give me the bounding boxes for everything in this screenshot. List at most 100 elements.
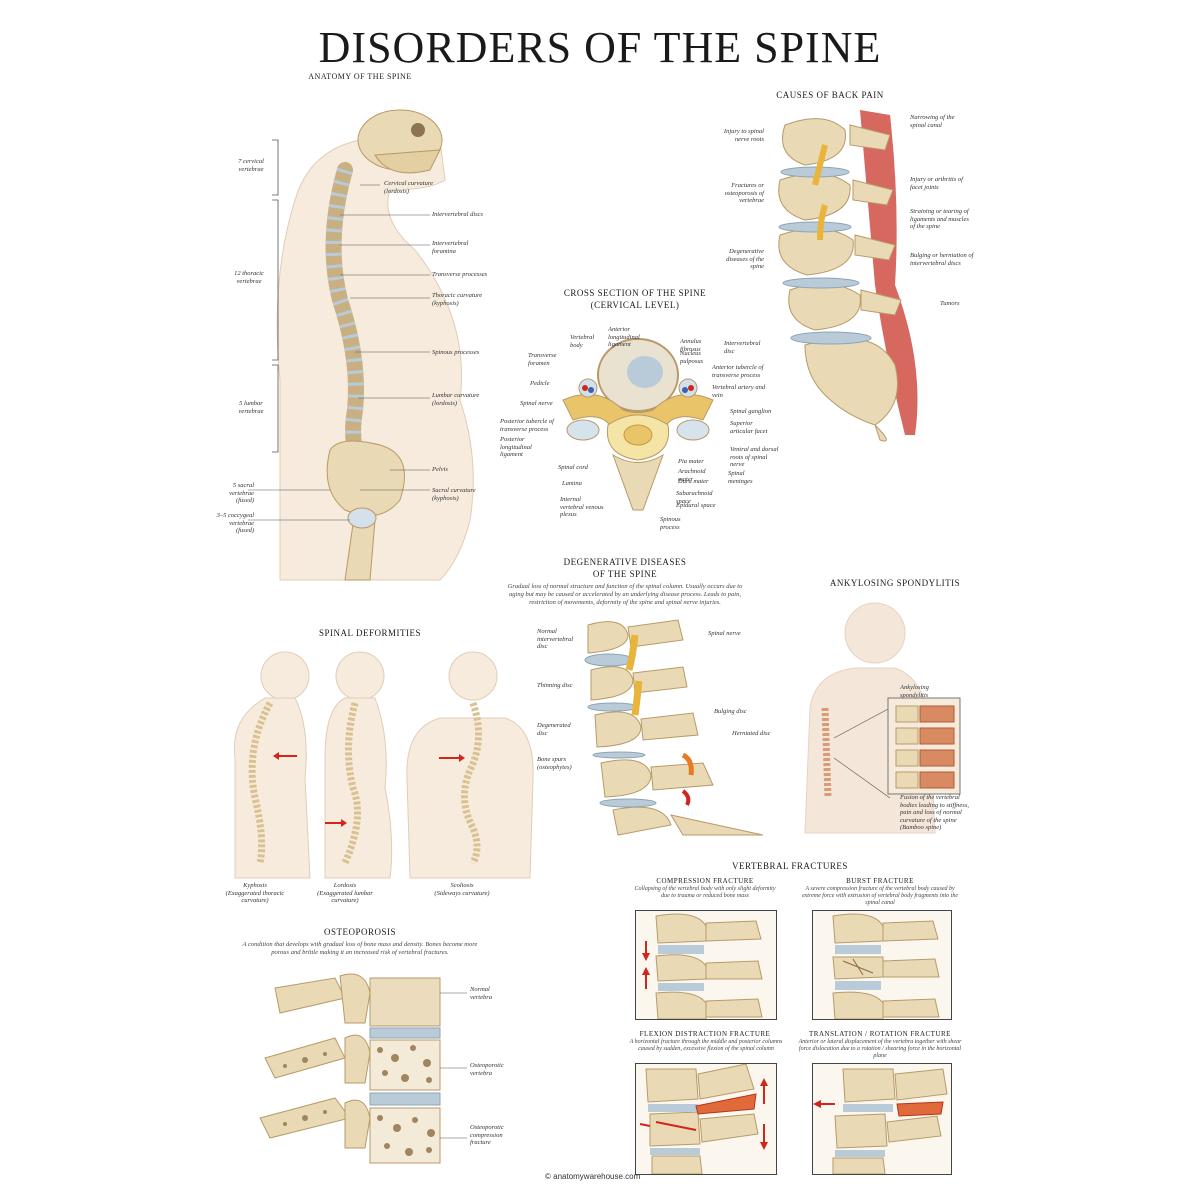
fracture-title-flexion: FLEXION DISTRACTION FRACTURE bbox=[639, 1030, 771, 1038]
anatomy-label-lumbar: 5 lumbar vertebrae bbox=[238, 400, 264, 415]
osteoporosis-label-osteoporotic: Osteoporotic vertebra bbox=[470, 1062, 504, 1077]
deformity-scoliosis: Scoliosis (Sideways curvature) bbox=[432, 882, 492, 897]
fracture-panel-compression bbox=[635, 910, 777, 1020]
deformity-kyphosis: Kyphosis (Exaggerated thoracic curvature… bbox=[225, 882, 285, 905]
fractures-heading: VERTEBRAL FRACTURES bbox=[732, 861, 848, 871]
deformities-illustration bbox=[233, 651, 534, 879]
deformity-kyphosis-desc: (Exaggerated thoracic curvature) bbox=[225, 889, 285, 905]
anatomy-label-cervical-curve: Cervical curvature (lordosis) bbox=[384, 180, 434, 195]
anatomy-label-sacral: 5 sacral vertebrae (fused) bbox=[229, 482, 254, 504]
cross-label-epidural: Epidural space bbox=[676, 502, 716, 509]
anatomy-label-discs: Intervertebral discs bbox=[432, 211, 484, 218]
cross-label-arachnoid: Arachnoid mater bbox=[678, 468, 706, 483]
back-pain-label-discs: Bulging or herniation of intervertebral … bbox=[910, 252, 974, 267]
fracture-panel-translation bbox=[812, 1063, 952, 1175]
anatomy-label-foramina: Intervertebral foramina bbox=[432, 240, 469, 255]
deformity-lordosis-name: Lordosis bbox=[333, 882, 357, 889]
fracture-desc-flexion: A horizontal fracture through the middle… bbox=[629, 1039, 783, 1052]
anatomy-label-thoracic-curve: Thoracic curvature (kyphosis) bbox=[432, 292, 483, 307]
cross-label-superior-facet: Superior articular facet bbox=[730, 420, 768, 435]
cross-section-subheading: (CERVICAL LEVEL) bbox=[590, 300, 680, 310]
back-pain-illustration bbox=[778, 110, 918, 442]
anatomy-label-transverse: Transverse processes bbox=[432, 271, 488, 278]
page-title: DISORDERS OF THE SPINE bbox=[318, 23, 882, 72]
anatomy-label-pelvis: Pelvis bbox=[432, 466, 448, 473]
back-pain-label-degenerative: Degenerative diseases of the spine bbox=[726, 248, 764, 270]
cross-label-anterior-tubercle: Anterior tubercle of transverse process bbox=[712, 364, 764, 379]
deformity-lordosis: Lordosis (Exaggerated lumbar curvature) bbox=[315, 882, 375, 905]
degenerative-label-thinning: Thinning disc bbox=[537, 682, 573, 689]
cross-section-heading: CROSS SECTION OF THE SPINE bbox=[563, 288, 707, 298]
cross-label-pedicle: Pedicle bbox=[530, 380, 550, 387]
cross-label-dura: Dura mater bbox=[678, 478, 709, 485]
back-pain-label-facet: Injury or arthritis of facet joints bbox=[910, 176, 963, 191]
degenerative-description: Gradual loss of normal structure and fun… bbox=[507, 583, 743, 606]
cross-label-body: Vertebral body bbox=[570, 334, 595, 349]
fracture-title-burst: BURST FRACTURE bbox=[846, 877, 914, 885]
degenerative-illustration bbox=[584, 619, 764, 836]
back-pain-label-nerve-roots: Injury to spinal nerve roots bbox=[723, 128, 764, 143]
fracture-desc-burst: A severe compression fracture of the ver… bbox=[801, 886, 959, 906]
anatomy-label-spinous: Spinous processes bbox=[432, 349, 480, 356]
degenerative-heading2: OF THE SPINE bbox=[592, 569, 658, 579]
cross-label-disc: Intervertebral disc bbox=[724, 340, 761, 355]
anatomy-label-coccygeal: 3–5 coccygeal vertebrae (fused) bbox=[216, 512, 254, 534]
ankylosing-label-fusion: Fusion of the vertebral bodies leading t… bbox=[900, 794, 969, 831]
back-pain-label-canal: Narrowing of the spinal canal bbox=[910, 114, 955, 129]
deformity-lordosis-desc: (Exaggerated lumbar curvature) bbox=[317, 889, 373, 905]
anatomy-label-cervical: 7 cervical vertebrae bbox=[238, 158, 264, 173]
cross-label-annulus: Annulus fibrosus bbox=[680, 338, 702, 353]
cross-label-spinous: Spinous process bbox=[660, 516, 681, 531]
cross-label-venous-plexus: Internal vertebral venous plexus bbox=[560, 496, 604, 518]
degenerative-label-bulging: Bulging disc bbox=[714, 708, 747, 715]
cross-label-spinal-nerve: Spinal nerve bbox=[520, 400, 553, 407]
cross-label-spinal-cord: Spinal cord bbox=[558, 464, 588, 471]
deformity-scoliosis-name: Scoliosis bbox=[450, 882, 474, 889]
osteoporosis-label-compression: Osteoporotic compression fracture bbox=[470, 1124, 504, 1146]
cross-label-pia: Pia mater bbox=[678, 458, 704, 465]
cross-section-illustration bbox=[562, 338, 714, 511]
degenerative-label-normal: Normal intervertebral disc bbox=[537, 628, 574, 650]
degenerative-label-herniated: Herniated disc bbox=[732, 730, 771, 737]
fracture-title-compression: COMPRESSION FRACTURE bbox=[656, 877, 754, 885]
ankylosing-illustration bbox=[804, 602, 961, 834]
back-pain-heading: CAUSES OF BACK PAIN bbox=[776, 90, 884, 100]
back-pain-label-tumors: Tumors bbox=[940, 300, 960, 307]
fracture-panel-burst bbox=[812, 910, 952, 1020]
cross-label-nucleus: Nucleus pulposus bbox=[680, 350, 704, 365]
anatomy-illustration bbox=[248, 109, 474, 581]
anatomy-label-thoracic: 12 thoracic vertebrae bbox=[234, 270, 264, 285]
osteoporosis-description: A condition that develops with gradual l… bbox=[242, 941, 478, 956]
anatomy-label-lumbar-curve: Lumbar curvature (lordosis) bbox=[432, 392, 480, 407]
cross-label-anterior-ligament: Anterior longitudinal ligament bbox=[608, 326, 640, 348]
cross-label-subarachnoid: Subarachnoid space bbox=[676, 490, 713, 505]
fracture-panel-flexion bbox=[635, 1063, 777, 1175]
cross-label-posterior-tubercle: Posterior tubercle of transverse process bbox=[500, 418, 554, 433]
anatomy-label-sacral-curve: Sacral curvature (kyphosis) bbox=[432, 487, 476, 502]
osteoporosis-heading: OSTEOPOROSIS bbox=[323, 927, 396, 937]
cross-label-vertebral-artery: Vertebral artery and vein bbox=[712, 384, 766, 399]
deformities-heading: SPINAL DEFORMITIES bbox=[319, 628, 421, 638]
back-pain-label-fractures: Fractures or osteoporosis of vertebrae bbox=[724, 182, 764, 204]
cross-label-roots: Ventral and dorsal roots of spinal nerve bbox=[730, 446, 779, 468]
anatomy-heading: ANATOMY OF THE SPINE bbox=[308, 72, 412, 81]
osteoporosis-illustration bbox=[259, 973, 467, 1164]
cross-label-meninges: Spinal meninges bbox=[728, 470, 753, 485]
fracture-title-translation: TRANSLATION / ROTATION FRACTURE bbox=[809, 1030, 951, 1038]
ankylosing-label-spondylitis: Ankylosing spondylitis bbox=[900, 684, 929, 699]
degenerative-label-nerve: Spinal nerve bbox=[708, 630, 741, 637]
degenerative-label-degenerated: Degenerated disc bbox=[537, 722, 571, 737]
cross-label-lamina: Lamina bbox=[562, 480, 582, 487]
fracture-desc-translation: Anterior or lateral displacement of the … bbox=[798, 1039, 962, 1059]
back-pain-label-ligaments: Straining or tearing of ligaments and mu… bbox=[910, 208, 969, 230]
cross-label-posterior-ligament: Posterior longitudinal ligament bbox=[500, 436, 532, 458]
copyright-footer: © anatomywarehouse.com bbox=[545, 1172, 641, 1181]
osteoporosis-label-normal: Normal vertebra bbox=[470, 986, 493, 1001]
cross-label-spinal-ganglion: Spinal ganglion bbox=[730, 408, 772, 415]
degenerative-label-bone-spurs: Bone spurs (osteophytes) bbox=[537, 756, 572, 771]
deformity-kyphosis-name: Kyphosis bbox=[243, 882, 267, 889]
fracture-desc-compression: Collapsing of the vertebral body with on… bbox=[634, 886, 776, 899]
degenerative-heading: DEGENERATIVE DISEASES bbox=[563, 557, 687, 567]
deformity-scoliosis-desc: (Sideways curvature) bbox=[434, 889, 490, 897]
cross-label-transverse-foramen: Transverse foramen bbox=[528, 352, 557, 367]
